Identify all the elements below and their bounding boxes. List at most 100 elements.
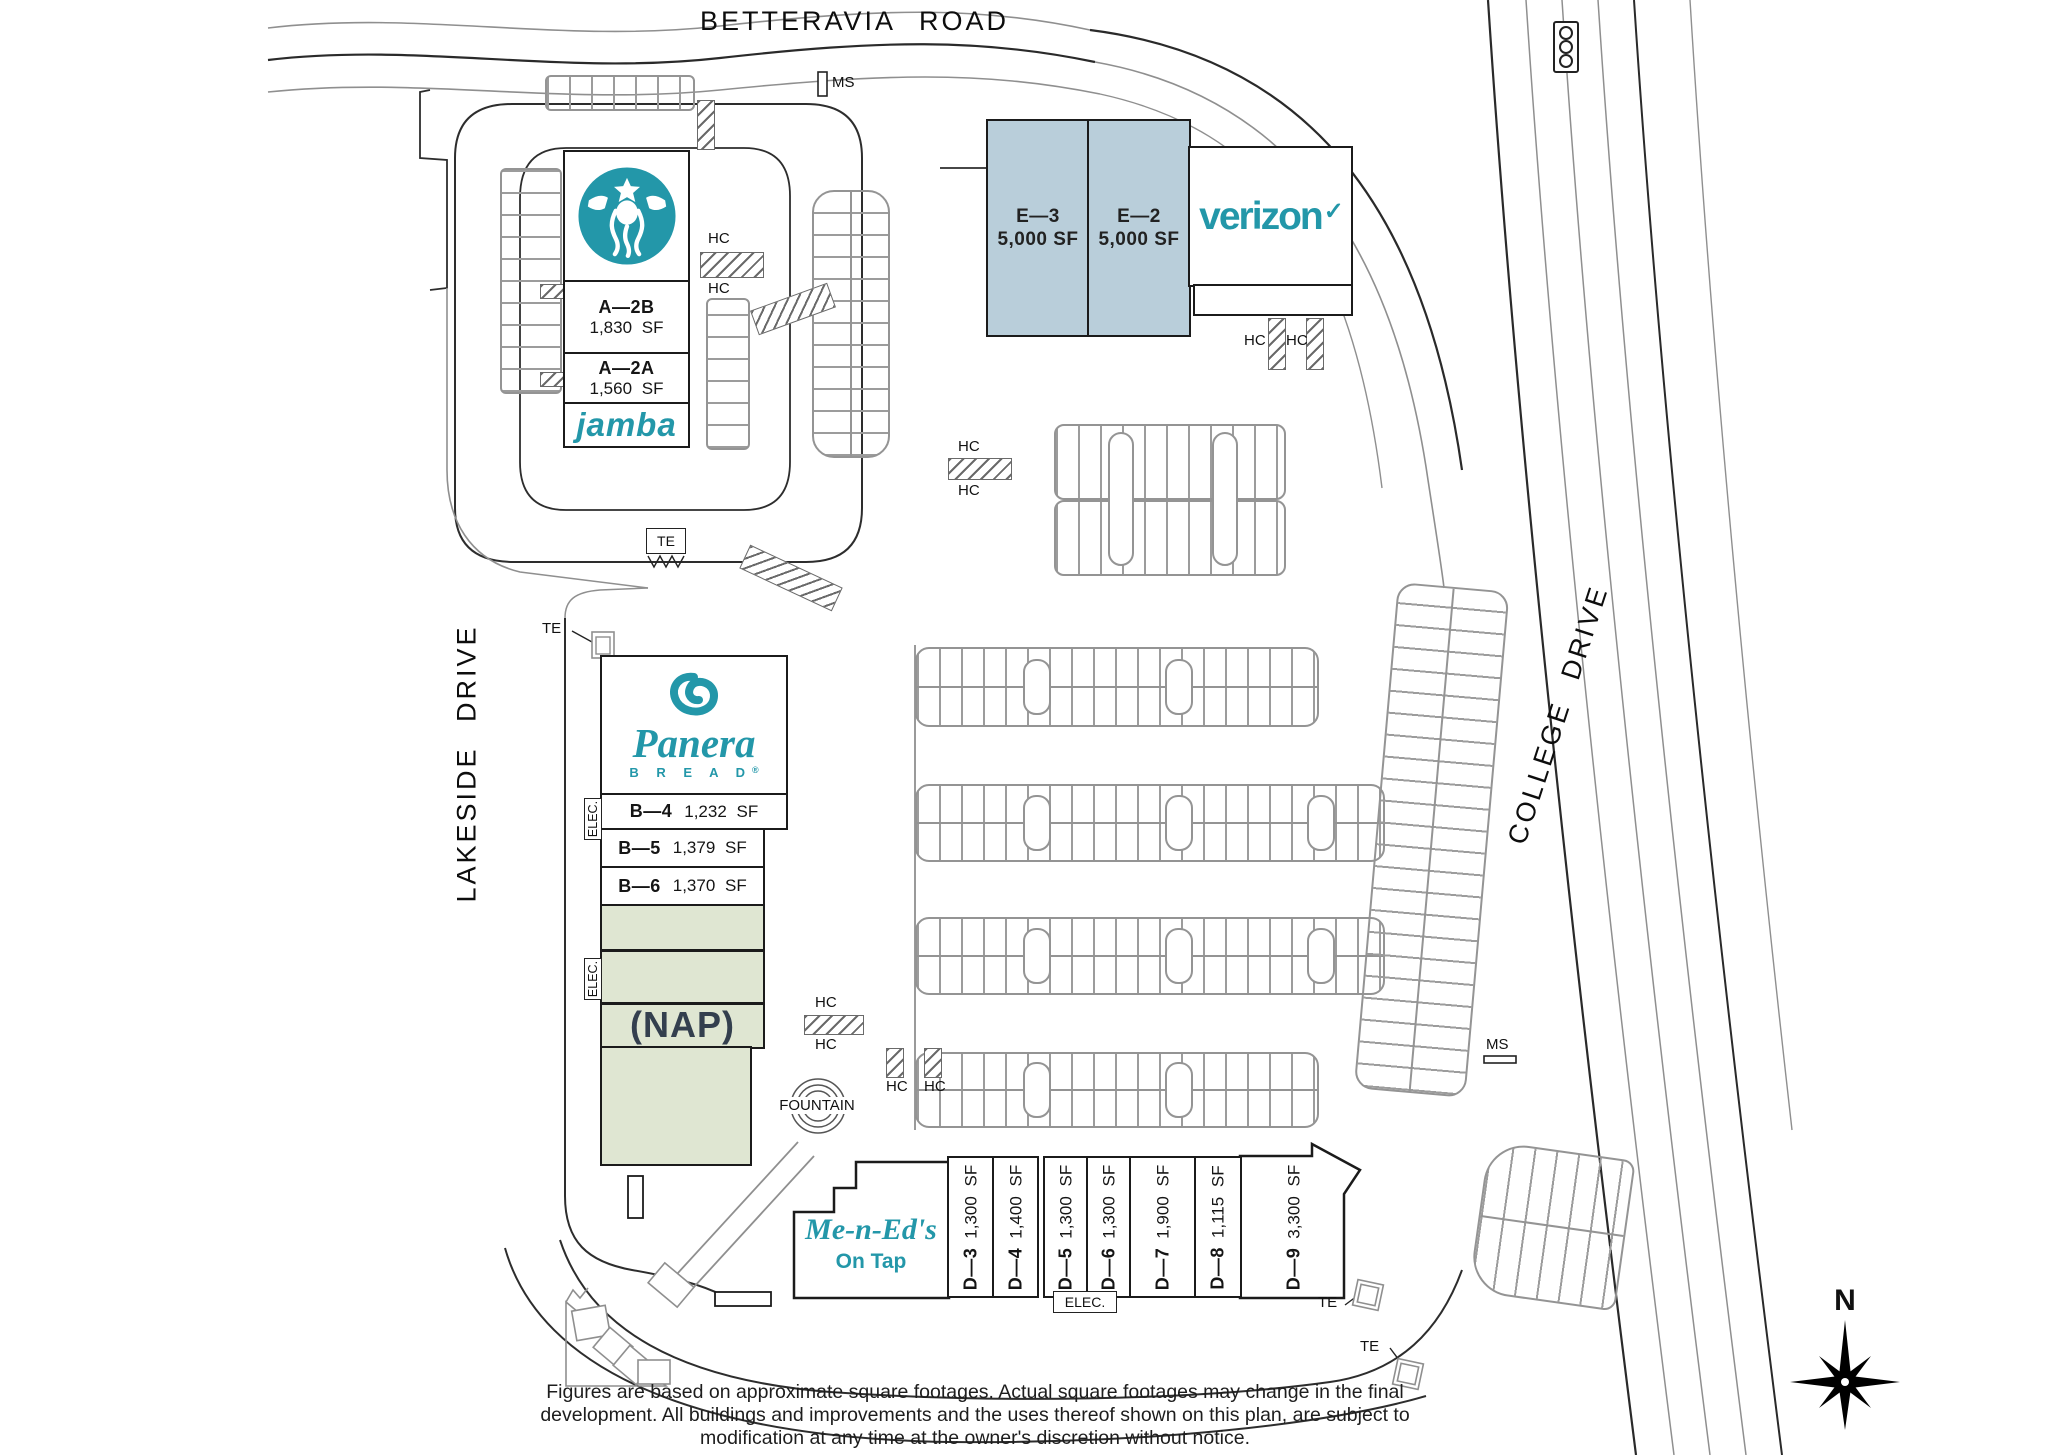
unit-sf: 1,232 SF — [684, 801, 759, 821]
parking-row — [915, 1052, 1319, 1128]
elec-label-box: ELEC. — [1053, 1291, 1117, 1313]
ms-label: MS — [1486, 1036, 1509, 1053]
te-label: TE — [542, 620, 562, 637]
unit-a2b: A—2B 1,830 SF — [565, 280, 688, 352]
verizon-logo: verizon✓ — [1199, 194, 1344, 238]
te-label: TE — [1318, 1294, 1338, 1311]
parking-island — [1165, 659, 1193, 715]
road-label-betteravia: BETTERAVIA ROAD — [700, 6, 1010, 36]
hc-label: HC — [815, 1036, 837, 1053]
building-pad-e-wing — [1193, 284, 1353, 316]
unit-id: B—5 — [618, 837, 661, 858]
hc-label: HC — [708, 230, 730, 247]
building-pad-a: A—2B 1,830 SF A—2A 1,560 SF jamba — [563, 150, 690, 448]
unit-b5: B—5 1,379 SF — [600, 828, 765, 868]
tenant-meneds: Me-n-Ed's On Tap — [797, 1200, 945, 1288]
meneds-ontap-text: On Tap — [835, 1250, 907, 1273]
unit-id: A—2B — [598, 296, 655, 317]
hc-label: HC — [1244, 332, 1266, 349]
crosswalk-hatch — [948, 458, 1012, 480]
unit-id: B—6 — [618, 875, 661, 896]
panera-bread-text: B R E A D® — [629, 764, 759, 780]
verizon-check-icon: ✓ — [1323, 197, 1344, 225]
nap-label: (NAP) — [630, 1003, 735, 1045]
hc-label: HC — [1286, 332, 1308, 349]
unit-b4: B—4 1,232 SF — [600, 793, 788, 830]
parking-row — [915, 784, 1385, 862]
crosswalk-hatch — [924, 1048, 942, 1078]
parking-row — [1054, 424, 1286, 500]
tenant-jamba: jamba — [565, 402, 688, 446]
parking-row — [812, 190, 890, 458]
disclaimer: Figures are based on approximate square … — [395, 1381, 1555, 1450]
parking-row — [545, 75, 695, 111]
ms-label: MS — [832, 74, 855, 91]
compass-north-label: N — [1834, 1284, 1856, 1317]
unit-id: B—4 — [629, 801, 673, 821]
crosswalk-hatch — [540, 284, 564, 299]
unit-sf: 5,000 SF — [997, 229, 1079, 250]
jamba-logo: jamba — [576, 406, 677, 443]
parking-island — [1023, 1062, 1051, 1118]
unit-sf: 5,000 SF — [1098, 229, 1180, 250]
elec-label: ELEC. — [584, 958, 602, 1000]
parking-row — [500, 168, 562, 394]
unit-id: A—2A — [598, 357, 655, 378]
hc-label: HC — [958, 438, 980, 455]
disclaimer-line: Figures are based on approximate square … — [546, 1381, 1404, 1403]
panera-logo-icon — [670, 672, 718, 715]
unit-sf: 1,830 SF — [589, 317, 664, 337]
parking-island — [1108, 432, 1134, 566]
parking-row — [1468, 1140, 1636, 1312]
meneds-logo-text: Me-n-Ed's — [805, 1213, 937, 1246]
parking-island — [1212, 432, 1238, 566]
nap-label-wrap: (NAP) — [602, 1002, 763, 1047]
crosswalk-hatch — [804, 1015, 864, 1035]
parking-island — [1165, 928, 1193, 984]
parking-row — [1054, 500, 1286, 576]
tenant-starbucks — [565, 152, 688, 280]
parking-island — [1023, 659, 1051, 715]
crosswalk-hatch — [1268, 318, 1286, 370]
nap-block-upper: (NAP) — [600, 904, 765, 1049]
disclaimer-line: development. All buildings and improveme… — [540, 1404, 1410, 1426]
compass-rose-icon: N — [1790, 1284, 1900, 1430]
unit-a2a: A—2A 1,560 SF — [565, 352, 688, 402]
crosswalk-hatch — [1306, 318, 1324, 370]
parking-island — [1165, 1062, 1193, 1118]
parking-row — [706, 298, 750, 450]
parking-island — [1307, 795, 1335, 851]
parking-island — [1165, 795, 1193, 851]
unit-sf: 1,560 SF — [589, 378, 664, 398]
hc-label: HC — [924, 1078, 946, 1095]
unit-id: E—3 — [1016, 206, 1060, 227]
hc-label: HC — [958, 482, 980, 499]
parking-row — [915, 647, 1319, 727]
starbucks-logo-icon — [577, 167, 676, 265]
elec-label: ELEC. — [584, 798, 602, 840]
road-label-lakeside: LAKESIDE DRIVE — [451, 624, 482, 903]
tenant-verizon: verizon✓ — [1188, 146, 1353, 287]
unit-b6: B—6 1,370 SF — [600, 866, 765, 906]
parking-island — [1023, 928, 1051, 984]
crosswalk-hatch — [697, 100, 715, 150]
fountain-label: FOUNTAIN — [770, 1097, 864, 1114]
hc-label: HC — [815, 994, 837, 1011]
unit-sf: 1,370 SF — [672, 876, 747, 895]
crosswalk-hatch — [540, 372, 564, 387]
parking-island — [1307, 928, 1335, 984]
panera-logo-text: Panera — [632, 719, 756, 766]
disclaimer-line: modification at any time at the owner's … — [700, 1427, 1250, 1449]
unit-id: E—2 — [1117, 206, 1161, 227]
te-label-box: TE — [646, 528, 686, 554]
